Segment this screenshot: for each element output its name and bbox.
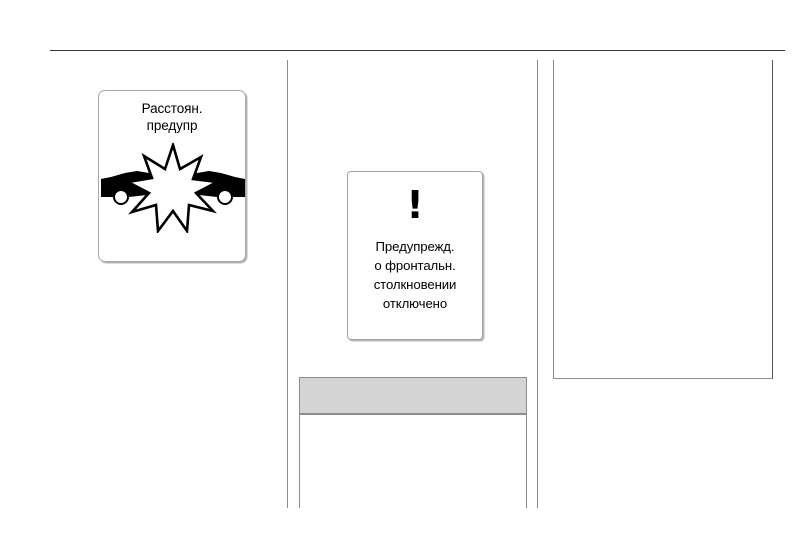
warning-line-2: о фронтальн.: [374, 258, 456, 273]
table-header-row: [299, 377, 527, 414]
warning-line-1: Предупрежд.: [375, 239, 455, 254]
table-body: [299, 414, 527, 508]
warning-line-3: столкновении: [373, 277, 457, 292]
column-divider-left: [287, 60, 288, 508]
warning-line-4: отключено: [382, 296, 448, 311]
frontal-collision-warning-message[interactable]: ! Предупрежд. о фронтальн. столкновении …: [347, 171, 483, 340]
distance-warning-display[interactable]: Расстоян. предупр: [98, 90, 246, 262]
display-card-title: Расстоян. предупр: [141, 101, 203, 133]
column-divider-right: [537, 60, 538, 508]
frontal-collision-icon: [101, 143, 245, 233]
alert-exclamation-icon: !: [406, 183, 424, 227]
empty-table: [299, 377, 527, 508]
warning-message-text: Предупрежд. о фронтальн. столкновении от…: [348, 237, 482, 313]
empty-content-frame: [553, 60, 773, 379]
header-rule: [50, 50, 785, 51]
